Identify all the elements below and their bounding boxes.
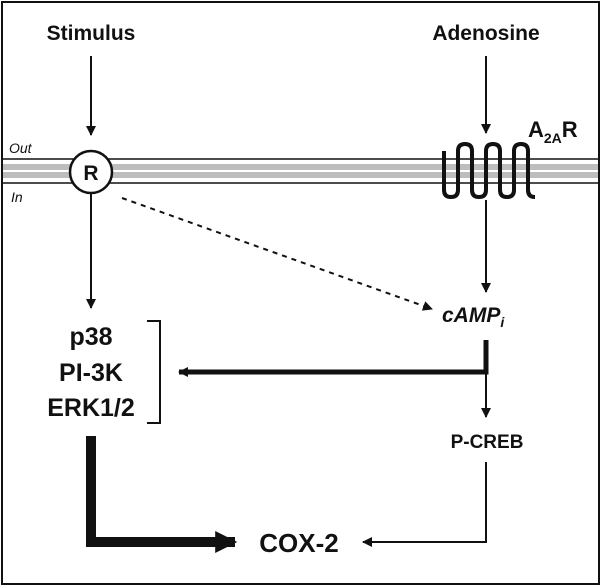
pcreb-to-cox2-arrow xyxy=(362,462,487,547)
adenosine-label: Adenosine xyxy=(432,22,539,45)
kinase-bracket xyxy=(147,320,161,424)
a2ar-label: A2AR xyxy=(528,117,578,146)
receptor-label: R xyxy=(83,162,98,185)
pcreb-label: P-CREB xyxy=(451,432,524,453)
camp-label: cAMPi xyxy=(442,304,505,330)
camp-to-kinases-thick-arrow xyxy=(178,340,489,377)
outside-label: Out xyxy=(9,140,33,156)
kinases-to-cox2-thick-arrow xyxy=(86,436,238,553)
stimulus-label: Stimulus xyxy=(47,22,136,45)
kinase-p38: p38 xyxy=(69,323,112,351)
receptor-r: R xyxy=(68,149,114,195)
inside-label: In xyxy=(11,189,23,205)
cox2-label: COX-2 xyxy=(259,528,338,558)
kinase-pi3k: PI-3K xyxy=(59,359,123,387)
a2a-receptor-icon xyxy=(442,142,536,199)
kinase-erk12: ERK1/2 xyxy=(47,394,135,422)
receptor-to-camp-dashed-arrow xyxy=(121,197,433,311)
